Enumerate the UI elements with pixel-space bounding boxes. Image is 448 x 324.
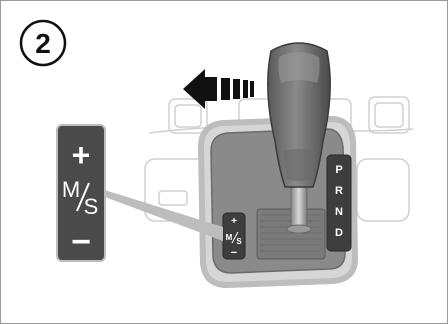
callout-mode-m: M — [62, 177, 80, 202]
step-badge: 2 — [19, 19, 67, 67]
gear-position-r: R — [335, 185, 343, 197]
callout-mode-s: S — [84, 194, 99, 219]
step-number: 2 — [35, 28, 51, 59]
gear-position-n: N — [335, 206, 343, 218]
console-mode-m: M — [226, 233, 233, 242]
arrow-left-icon — [183, 69, 254, 109]
console-plus: + — [231, 216, 237, 227]
console-minus: − — [231, 247, 237, 259]
callout-minus: − — [71, 223, 91, 261]
console-mode-s: S — [236, 237, 242, 246]
ms-callout-panel: + M S − — [56, 124, 106, 262]
console-ms-indicator: + M S − — [222, 212, 246, 260]
prnd-indicator — [326, 154, 352, 252]
gear-position-d: D — [335, 227, 343, 239]
gear-lever — [267, 42, 331, 234]
gear-position-p: P — [335, 164, 342, 176]
callout-plus: + — [72, 137, 91, 173]
callout-connector — [95, 187, 223, 241]
